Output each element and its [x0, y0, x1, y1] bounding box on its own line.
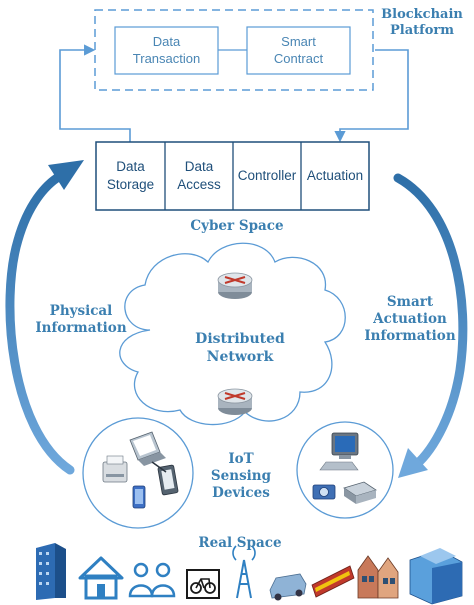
- label-line: Distributed: [195, 331, 285, 347]
- distributed-network-label: Distributed Network: [180, 331, 300, 366]
- label-line: Contract: [273, 50, 324, 66]
- cyber-space-label: Cyber Space: [190, 218, 284, 234]
- device-box-icon: [343, 481, 377, 504]
- camera-icon: [312, 484, 336, 500]
- router-icon: [217, 388, 253, 415]
- blockchain-to-actuation-arrow: [334, 49, 409, 143]
- label-line: Network: [206, 348, 274, 365]
- cell-tower-icon: [232, 545, 256, 599]
- smart-actuation-arrow: [393, 173, 468, 473]
- label-line: Transaction: [132, 50, 201, 66]
- smart-actuation-label: Smart Actuation Information: [358, 294, 462, 345]
- label-line: Smart: [281, 33, 316, 49]
- townhouses-icon: [357, 555, 399, 599]
- module-line: Storage: [106, 177, 155, 192]
- physical-information-label: Physical Information: [28, 303, 134, 337]
- smart-contract-box: [246, 26, 351, 75]
- house-icon: [78, 556, 124, 600]
- module-data-access: Data Access: [165, 142, 233, 210]
- module-line: Access: [177, 177, 221, 192]
- label-line: Information: [35, 319, 127, 336]
- module-line: Data: [184, 158, 214, 174]
- phone-icon: [132, 485, 146, 509]
- car-icon: [269, 573, 307, 601]
- bicycle-sign-icon: [186, 569, 220, 599]
- module-line: Data: [116, 158, 145, 174]
- module-line: Actuation: [306, 167, 364, 183]
- router-icon: [217, 272, 253, 299]
- module-controller: Controller: [233, 142, 301, 210]
- label-line: Devices: [212, 484, 270, 501]
- module-data-storage: Data Storage: [96, 142, 165, 210]
- label-line: Sensing: [210, 467, 272, 484]
- label-line: Actuation: [373, 310, 447, 327]
- laptop-icon: [129, 431, 166, 466]
- label-line: Information: [364, 327, 456, 344]
- people-icon: [128, 562, 176, 598]
- physical-arrow-head: [48, 160, 84, 190]
- storage-to-blockchain-arrow: [59, 44, 131, 142]
- printer-icon: [102, 455, 128, 483]
- data-transaction-label: Data Transaction: [115, 27, 218, 74]
- tablet-pen-icon: [151, 461, 179, 496]
- title-line: Blockchain: [381, 7, 463, 22]
- monitor-icon: [319, 432, 359, 471]
- label-line: IoT: [228, 451, 254, 467]
- skyscraper-icon: [36, 543, 66, 600]
- iot-sensing-devices-label: IoT Sensing Devices: [196, 451, 286, 502]
- title-line: Platform: [389, 23, 454, 39]
- smart-contract-label: Smart Contract: [247, 27, 350, 74]
- train-icon: [311, 565, 355, 598]
- blockchain-platform-title: Blockchain Platform: [376, 7, 468, 40]
- label-line: Physical: [49, 303, 113, 319]
- real-space-label: Real Space: [198, 535, 282, 551]
- office-building-icon: [409, 548, 463, 605]
- label-line: Smart: [386, 294, 434, 310]
- actuation-arrow-head: [398, 448, 428, 478]
- sensing-devices-circle: [82, 417, 194, 529]
- module-actuation: Actuation: [301, 142, 369, 210]
- label-line: Data: [152, 33, 181, 49]
- distributed-network-cloud: [119, 242, 346, 426]
- module-line: Controller: [237, 167, 297, 183]
- physical-information-arrow: [5, 171, 75, 475]
